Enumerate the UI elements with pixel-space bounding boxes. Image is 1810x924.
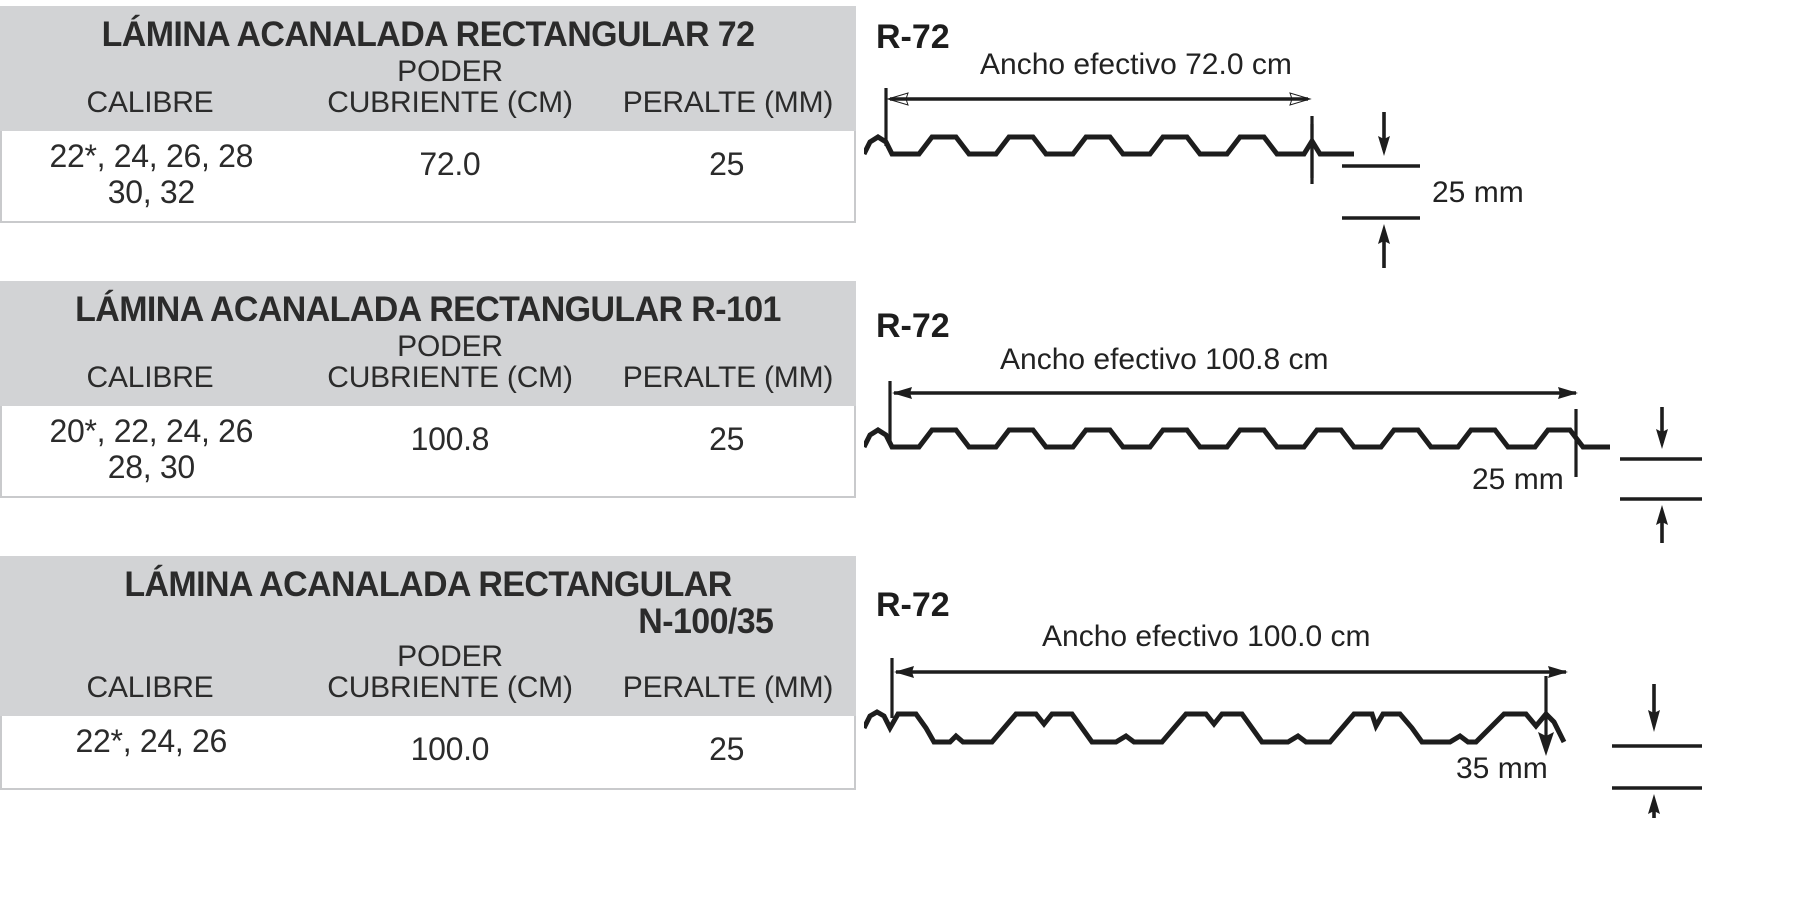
cell-calibre: 20*, 22, 24, 26 28, 30 <box>2 412 301 486</box>
column-header-peralte: PERALTE (MM) <box>622 85 834 119</box>
spec-table-header: LÁMINA ACANALADA RECTANGULAR N-100/35 CA… <box>0 556 856 716</box>
column-header-peralte: PERALTE (MM) <box>622 671 834 705</box>
column-headers: CALIBRE PODER CUBRIENTE (CM) PERALTE (MM… <box>0 640 856 712</box>
cell-peralte: 25 <box>709 730 745 767</box>
calibre-line-1: 20*, 22, 24, 26 <box>49 412 254 449</box>
cell-calibre: 22*, 24, 26 <box>2 722 301 760</box>
profile-name-label: R-72 <box>876 18 950 56</box>
profile-diagram-r-72: R-72 Ancho efectivo 72.0 cm <box>864 6 1810 268</box>
depth-arrowhead-down-icon <box>1378 136 1390 156</box>
profile-drawing: R-72 Ancho efectivo 72.0 cm <box>864 18 1524 268</box>
corrugated-profile-path <box>864 134 1354 157</box>
spec-table-r-101: LÁMINA ACANALADA RECTANGULAR R-101 CALIB… <box>0 281 856 498</box>
spec-table-r-72: LÁMINA ACANALADA RECTANGULAR 72 CALIBRE … <box>0 6 856 223</box>
column-header-poder-line1: PODER <box>397 55 503 89</box>
profile-diagram-r-101: R-72 Ancho efectivo 100.8 cm 25 mm <box>864 281 1810 543</box>
column-header-poder-line2: CUBRIENTE (CM) <box>327 360 573 394</box>
profile-drawing: R-72 Ancho efectivo 100.0 cm 35 mm <box>864 586 1702 818</box>
table-row: 20*, 22, 24, 26 28, 30 100.8 25 <box>0 405 856 498</box>
column-header-poder-line1: PODER <box>397 330 503 364</box>
effective-width-label: Ancho efectivo 100.0 cm <box>1042 620 1371 653</box>
column-headers: CALIBRE PODER CUBRIENTE (CM) PERALTE (MM… <box>0 330 856 402</box>
product-block-n-100-35: LÁMINA ACANALADA RECTANGULAR N-100/35 CA… <box>0 556 1810 818</box>
spec-table-n-100-35: LÁMINA ACANALADA RECTANGULAR N-100/35 CA… <box>0 556 856 790</box>
product-block-r-101: LÁMINA ACANALADA RECTANGULAR R-101 CALIB… <box>0 281 1810 543</box>
corrugated-profile-path <box>864 709 1567 745</box>
arrowhead-left-icon <box>894 666 914 678</box>
profile-drawing: R-72 Ancho efectivo 100.8 cm 25 mm <box>864 307 1702 543</box>
column-headers: CALIBRE PODER CUBRIENTE (CM) PERALTE (MM… <box>0 55 856 127</box>
calibre-line-2: 30, 32 <box>107 173 195 210</box>
depth-arrowhead-down-icon <box>1656 429 1668 449</box>
column-header-peralte: PERALTE (MM) <box>622 360 834 394</box>
calibre-line-1: 22*, 24, 26 <box>75 722 228 759</box>
arrowhead-right-icon <box>1548 666 1568 678</box>
page-title-suffix: N-100/35 <box>638 602 774 642</box>
cell-poder-cubriente: 72.0 <box>419 145 481 182</box>
cell-peralte: 25 <box>709 145 745 182</box>
arrowhead-right-icon <box>1289 92 1312 106</box>
corrugated-profile-path <box>864 427 1610 450</box>
profile-name-label: R-72 <box>876 586 950 624</box>
column-header-poder-cubriente: PODER CUBRIENTE (CM) <box>300 330 600 394</box>
table-row: 22*, 24, 26 100.0 25 <box>0 715 856 790</box>
profile-diagram-n-100-35: R-72 Ancho efectivo 100.0 cm 35 mm <box>864 556 1810 818</box>
profile-name-label: R-72 <box>876 307 950 345</box>
page-title-main: LÁMINA ACANALADA RECTANGULAR <box>124 565 732 604</box>
spec-table-header: LÁMINA ACANALADA RECTANGULAR R-101 CALIB… <box>0 281 856 406</box>
profile-break-arrow-icon <box>1538 732 1554 756</box>
column-header-poder-line2: CUBRIENTE (CM) <box>327 85 573 119</box>
effective-width-label: Ancho efectivo 100.8 cm <box>1000 343 1329 376</box>
column-header-poder-cubriente: PODER CUBRIENTE (CM) <box>300 640 600 705</box>
cell-poder-cubriente: 100.0 <box>410 730 490 767</box>
depth-arrowhead-down-icon <box>1648 710 1660 732</box>
calibre-line-1: 22*, 24, 26, 28 <box>49 137 254 174</box>
depth-label: 35 mm <box>1456 752 1548 785</box>
cell-peralte: 25 <box>709 420 745 457</box>
column-header-poder-line2: CUBRIENTE (CM) <box>327 671 573 705</box>
page-title: LÁMINA ACANALADA RECTANGULAR N-100/35 <box>13 560 843 640</box>
column-header-poder-line1: PODER <box>397 640 503 674</box>
calibre-line-2: 28, 30 <box>107 448 195 485</box>
arrowhead-left-icon <box>886 92 909 106</box>
arrowhead-left-icon <box>892 387 912 399</box>
column-header-calibre: CALIBRE <box>86 360 214 394</box>
depth-label: 25 mm <box>1472 463 1564 496</box>
column-header-calibre: CALIBRE <box>86 671 214 705</box>
page-title: LÁMINA ACANALADA RECTANGULAR R-101 <box>75 290 781 329</box>
arrowhead-right-icon <box>1558 387 1578 399</box>
column-header-calibre: CALIBRE <box>86 85 214 119</box>
effective-width-label: Ancho efectivo 72.0 cm <box>980 48 1292 81</box>
depth-arrowhead-up-icon <box>1656 505 1668 525</box>
spec-table-header: LÁMINA ACANALADA RECTANGULAR 72 CALIBRE … <box>0 6 856 131</box>
page-title: LÁMINA ACANALADA RECTANGULAR 72 <box>101 15 755 54</box>
column-header-poder-cubriente: PODER CUBRIENTE (CM) <box>300 55 600 119</box>
cell-calibre: 22*, 24, 26, 28 30, 32 <box>2 137 301 211</box>
cell-poder-cubriente: 100.8 <box>410 420 490 457</box>
table-row: 22*, 24, 26, 28 30, 32 72.0 25 <box>0 130 856 223</box>
depth-arrowhead-up-icon <box>1648 794 1660 814</box>
depth-label: 25 mm <box>1432 176 1524 209</box>
product-block-r-72: LÁMINA ACANALADA RECTANGULAR 72 CALIBRE … <box>0 6 1810 268</box>
depth-arrowhead-up-icon <box>1378 224 1390 244</box>
